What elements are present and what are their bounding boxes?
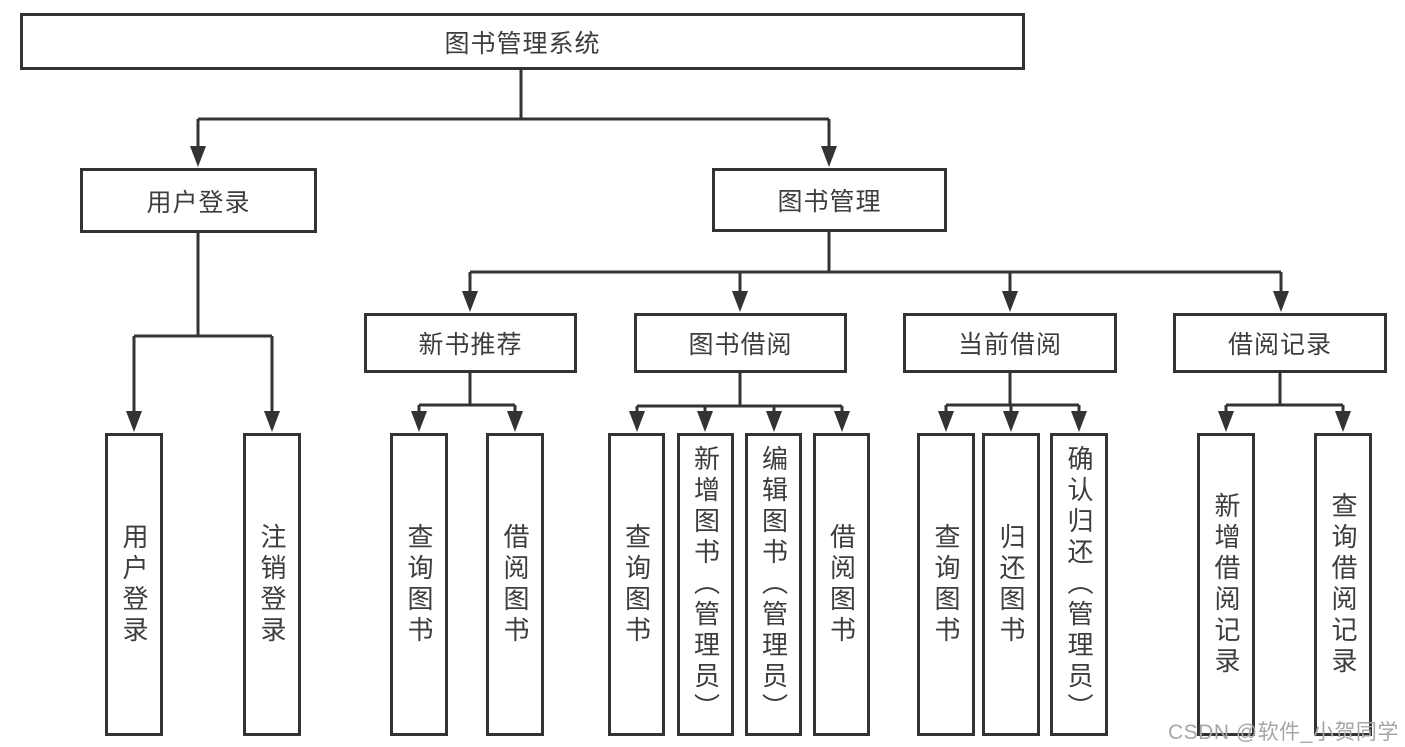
leaf-query-borrow-record-label: 查询借阅记录 bbox=[1328, 491, 1358, 678]
leaf-edit-books-admin: 编辑图书（管理员） bbox=[745, 433, 802, 736]
node-book-borrowing-label: 图书借阅 bbox=[688, 331, 793, 359]
leaf-query-books-borrowing: 查询图书 bbox=[608, 433, 665, 736]
node-book-borrowing: 图书借阅 bbox=[634, 313, 847, 373]
leaf-confirm-return-admin-label: 确认归还（管理员） bbox=[1064, 445, 1094, 724]
leaf-borrow-books: 借阅图书 bbox=[813, 433, 870, 736]
leaf-confirm-return-admin: 确认归还（管理员） bbox=[1050, 433, 1108, 736]
csdn-watermark: CSDN @软件_小贺同学 bbox=[1168, 721, 1399, 744]
leaf-logout: 注销登录 bbox=[243, 433, 301, 736]
leaf-query-books-recommend: 查询图书 bbox=[390, 433, 448, 736]
node-current-borrowing-label: 当前借阅 bbox=[957, 331, 1062, 359]
node-new-book-recommend-label: 新书推荐 bbox=[418, 331, 523, 359]
leaf-borrow-books-recommend-label: 借阅图书 bbox=[500, 522, 530, 647]
node-current-borrowing: 当前借阅 bbox=[903, 313, 1117, 373]
leaf-logout-label: 注销登录 bbox=[257, 522, 287, 647]
arrowheads bbox=[126, 146, 1351, 432]
node-user-login: 用户登录 bbox=[80, 168, 317, 233]
leaf-query-books-recommend-label: 查询图书 bbox=[404, 522, 434, 647]
leaf-add-borrow-record: 新增借阅记录 bbox=[1197, 433, 1255, 736]
leaf-query-books-borrowing-label: 查询图书 bbox=[621, 522, 652, 647]
leaf-user-login: 用户登录 bbox=[105, 433, 163, 736]
leaf-add-books-admin: 新增图书（管理员） bbox=[677, 433, 734, 736]
leaf-add-books-admin-label: 新增图书（管理员） bbox=[690, 445, 721, 724]
node-user-login-label: 用户登录 bbox=[146, 188, 251, 217]
node-book-management-label: 图书管理 bbox=[777, 188, 882, 216]
node-book-management: 图书管理 bbox=[712, 168, 947, 232]
node-borrowing-records: 借阅记录 bbox=[1173, 313, 1387, 373]
node-borrowing-records-label: 借阅记录 bbox=[1227, 331, 1332, 359]
node-new-book-recommend: 新书推荐 bbox=[364, 313, 577, 373]
leaf-borrow-books-label: 借阅图书 bbox=[826, 522, 857, 647]
node-root-label: 图书管理系统 bbox=[444, 29, 601, 58]
leaf-query-borrow-record: 查询借阅记录 bbox=[1314, 433, 1372, 736]
leaf-return-books-label: 归还图书 bbox=[996, 522, 1026, 647]
node-root: 图书管理系统 bbox=[20, 13, 1025, 70]
leaf-query-books-current-label: 查询图书 bbox=[931, 522, 961, 647]
leaf-query-books-current: 查询图书 bbox=[917, 433, 975, 736]
leaf-borrow-books-recommend: 借阅图书 bbox=[486, 433, 544, 736]
leaf-edit-books-admin-label: 编辑图书（管理员） bbox=[758, 445, 789, 724]
leaf-add-borrow-record-label: 新增借阅记录 bbox=[1211, 491, 1241, 678]
leaf-return-books: 归还图书 bbox=[982, 433, 1040, 736]
leaf-user-login-label: 用户登录 bbox=[119, 522, 149, 647]
